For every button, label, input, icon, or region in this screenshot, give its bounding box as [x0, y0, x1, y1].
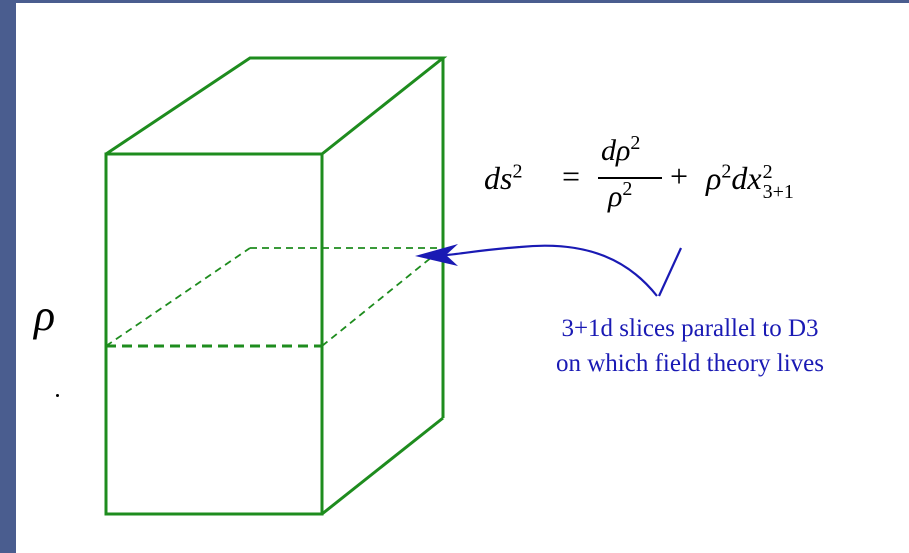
box — [104, 56, 448, 516]
caption-line-1: 3+1d slices parallel to D3 — [561, 315, 819, 342]
rho-dot — [56, 394, 59, 397]
slide-frame-top — [0, 0, 909, 3]
arrow-curve — [445, 244, 658, 297]
slide-frame-left — [0, 0, 16, 553]
box-front-face — [104, 152, 324, 516]
annotation-arrow — [415, 244, 682, 297]
equation-equals: = — [562, 158, 581, 194]
box-top-face — [105, 56, 448, 156]
box-bottom-edge — [321, 416, 444, 516]
fraction-numerator: dρ2 — [601, 132, 641, 167]
fraction-denominator: ρ2 — [608, 178, 633, 213]
term-subscript: 3+1 — [762, 180, 794, 203]
fraction-bar — [598, 177, 662, 179]
caption-line-2: on which field theory lives — [556, 350, 824, 377]
slice-plane — [105, 247, 444, 348]
arrow-tick — [658, 247, 682, 297]
equation-plus: + — [670, 158, 689, 194]
rho-axis-label: ρ — [34, 291, 56, 340]
equation-lhs: ds2 — [484, 160, 523, 196]
arrowhead — [415, 244, 458, 266]
slice-left-edge — [105, 247, 251, 347]
slice-right-edge — [321, 247, 444, 347]
term-superscript: 2 — [762, 160, 773, 183]
